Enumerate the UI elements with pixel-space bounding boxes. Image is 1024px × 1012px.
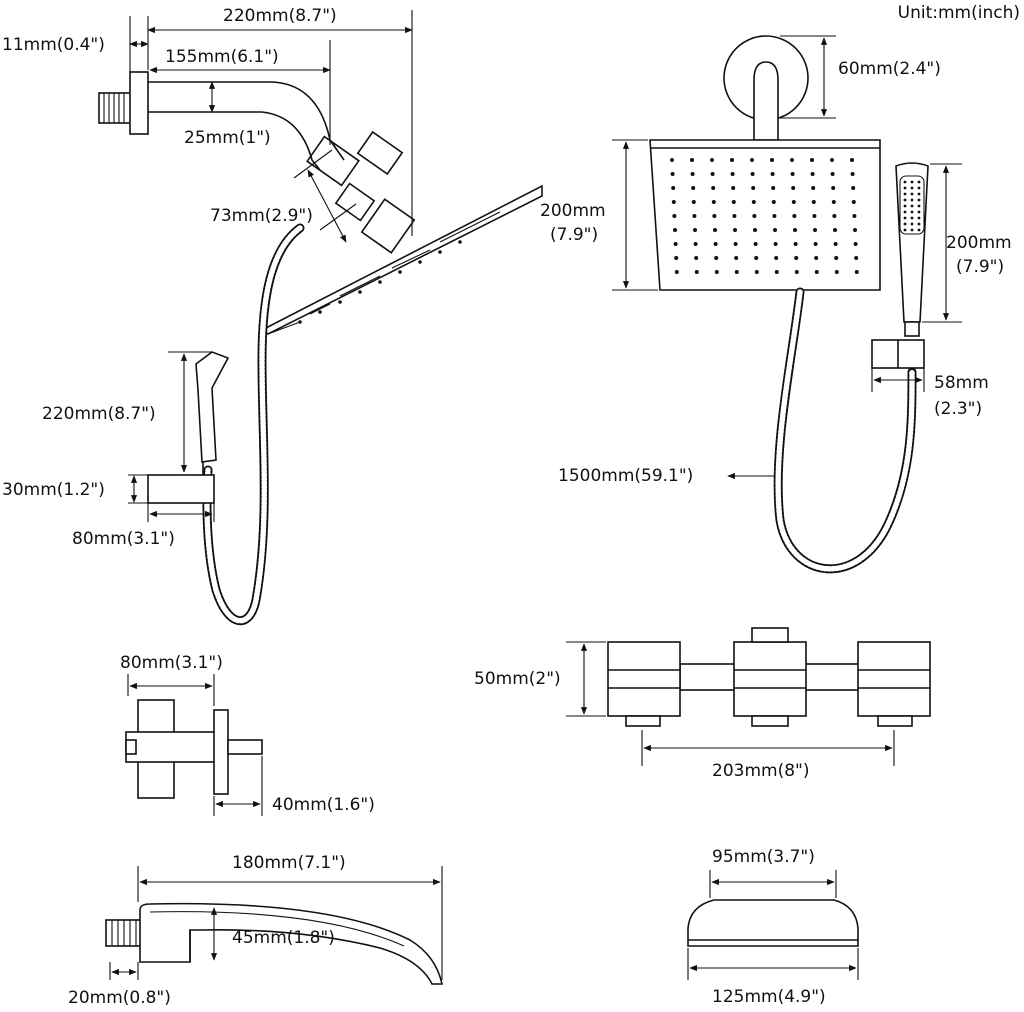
dim-handheld-length-side: 220mm(8.7") <box>42 404 156 424</box>
dim-handle-width: 80mm(3.1") <box>120 653 223 673</box>
dim-lines-spout <box>109 866 443 980</box>
dim-holder-front-b: (2.3") <box>934 399 982 419</box>
dim-arm-reach: 155mm(6.1") <box>165 47 279 67</box>
dim-valve-spacing: 203mm(8") <box>712 761 809 781</box>
dim-head-height-a: 200mm <box>540 201 606 221</box>
dim-spout-thread: 20mm(0.8") <box>68 988 171 1008</box>
dim-lines-escutcheon <box>687 870 859 980</box>
handheld-side-view <box>147 351 230 504</box>
dim-holder-width: 80mm(3.1") <box>72 529 175 549</box>
shower-front-view <box>649 35 929 574</box>
dim-head-height-b: (7.9") <box>550 225 598 245</box>
dim-lines-valve <box>566 641 895 766</box>
dim-escutcheon-bottom: 125mm(4.9") <box>712 987 826 1007</box>
dim-flange-thickness: 11mm(0.4") <box>2 35 105 55</box>
dim-lines-top-left <box>128 10 413 522</box>
handheld-nozzles <box>903 180 921 232</box>
dim-spout-length: 180mm(7.1") <box>232 853 346 873</box>
dim-handheld-height-a: 200mm <box>946 233 1012 253</box>
dim-lines-top-right <box>612 35 962 480</box>
rain-head-nozzles <box>670 158 859 274</box>
handle-side-view <box>125 699 263 799</box>
escutcheon-side-view <box>687 899 859 947</box>
dim-spout-height: 45mm(1.8") <box>232 928 335 948</box>
unit-label: Unit:mm(inch) <box>898 3 1020 23</box>
shower-arm-side-view <box>98 71 543 335</box>
dim-holder-height: 30mm(1.2") <box>2 480 105 500</box>
dim-handle-stem: 40mm(1.6") <box>272 795 375 815</box>
dim-escutcheon-top: 95mm(3.7") <box>712 847 815 867</box>
dim-flange-diameter: 60mm(2.4") <box>838 59 941 79</box>
dim-arm-total: 220mm(8.7") <box>223 6 337 26</box>
dim-arm-drop: 25mm(1") <box>184 128 271 148</box>
dim-valve-height: 50mm(2") <box>474 669 561 689</box>
dim-holder-front-a: 58mm <box>934 373 989 393</box>
dim-handheld-height-b: (7.9") <box>956 257 1004 277</box>
dim-lines-handle <box>127 674 263 816</box>
dim-hose-length: 1500mm(59.1") <box>558 466 693 486</box>
dim-diverter-length: 73mm(2.9") <box>210 206 313 226</box>
valve-front-view <box>607 627 931 727</box>
hose-left <box>202 223 305 625</box>
